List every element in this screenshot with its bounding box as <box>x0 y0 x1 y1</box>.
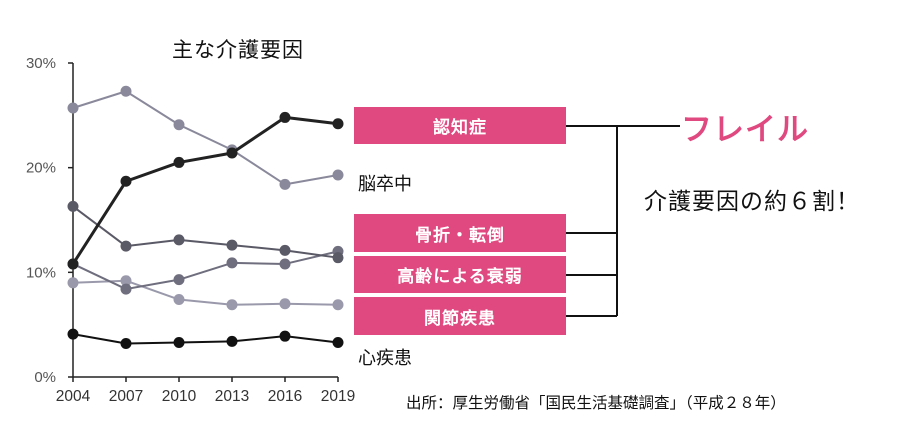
data-point <box>67 277 79 289</box>
data-point <box>120 175 132 187</box>
x-tick-label: 2016 <box>268 388 302 405</box>
data-point <box>173 336 185 348</box>
ratio-annotation: 介護要因の約６割！ <box>644 189 860 215</box>
data-point <box>173 274 185 286</box>
data-point <box>226 147 238 159</box>
data-point <box>120 338 132 350</box>
series-fracture <box>67 200 344 264</box>
data-point <box>120 85 132 97</box>
data-point <box>332 169 344 181</box>
data-point <box>67 258 79 270</box>
frail-bracket <box>566 125 680 317</box>
data-point <box>173 294 185 306</box>
chart-axes: 0% 10% 20% 30% 2004 2007 2010 2013 2016 2019 <box>26 55 355 405</box>
data-point <box>120 283 132 295</box>
data-point <box>279 111 291 123</box>
data-point <box>332 118 344 130</box>
chart-series <box>67 85 344 350</box>
data-point <box>173 156 185 168</box>
data-point <box>173 119 185 131</box>
data-point <box>226 335 238 347</box>
data-point <box>120 240 132 252</box>
chart-title: 主な介護要因 <box>172 38 304 62</box>
data-point <box>67 328 79 340</box>
y-tick-label: 30% <box>26 55 56 72</box>
y-tick-label: 0% <box>34 369 56 386</box>
data-point <box>279 244 291 256</box>
source-note: 出所：厚生労働省「国民生活基礎調査」（平成２８年） <box>406 394 786 412</box>
data-point <box>332 252 344 264</box>
data-point <box>120 275 132 287</box>
data-point <box>279 178 291 190</box>
data-point <box>67 200 79 212</box>
data-point <box>279 330 291 342</box>
series-dementia <box>67 111 344 270</box>
label-stroke: 脳卒中 <box>358 174 412 195</box>
series-joint <box>67 275 344 311</box>
label-joint: 関節疾患 <box>354 297 566 335</box>
data-point <box>279 258 291 270</box>
label-fracture: 骨折・転倒 <box>354 214 566 252</box>
y-tick-label: 10% <box>26 264 56 281</box>
frail-label: フレイル <box>681 112 809 148</box>
data-point <box>226 257 238 269</box>
y-tick-label: 20% <box>26 160 56 177</box>
data-point <box>332 299 344 311</box>
x-tick-label: 2013 <box>215 388 249 405</box>
series-heart <box>67 328 344 350</box>
label-heart: 心疾患 <box>358 348 412 369</box>
x-tick-label: 2010 <box>162 388 197 405</box>
x-tick-label: 2007 <box>109 388 143 405</box>
data-point <box>332 336 344 348</box>
x-tick-label: 2004 <box>56 388 91 405</box>
label-frailty: 高齢による衰弱 <box>354 256 566 293</box>
data-point <box>226 299 238 311</box>
x-tick-label: 2019 <box>321 388 355 405</box>
data-point <box>279 298 291 310</box>
series-stroke <box>67 85 344 190</box>
data-point <box>67 102 79 114</box>
data-point <box>226 239 238 251</box>
label-dementia: 認知症 <box>354 107 566 144</box>
data-point <box>173 234 185 246</box>
